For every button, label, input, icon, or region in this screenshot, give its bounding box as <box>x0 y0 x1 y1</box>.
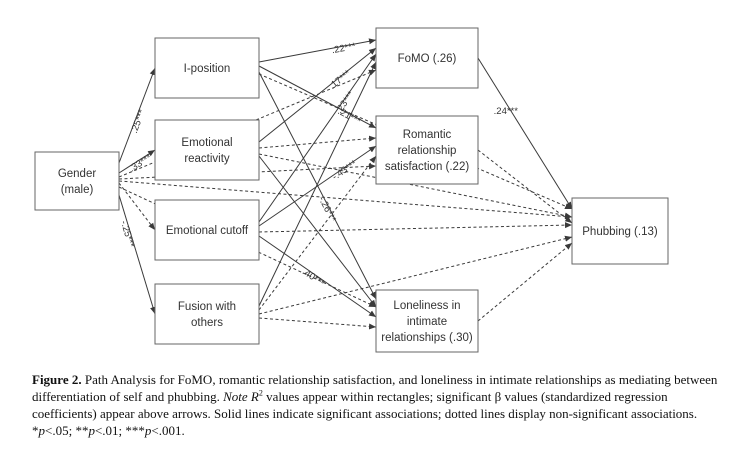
path-gender-to-emocutoff <box>118 182 156 231</box>
caption-text-3: <.05; ** <box>45 423 89 438</box>
path-emocutoff-to-loneliness <box>258 235 377 318</box>
caption-text-2: values appear within rectangles; signifi… <box>32 389 698 438</box>
node-label-loneliness: relationships (.30) <box>381 332 473 344</box>
node-label-emocutoff: Emotional cutoff <box>166 225 249 237</box>
node-loneliness: Loneliness in intimate relationships (.30) <box>375 289 479 353</box>
coefficient-gender-emoreact: .33*** <box>127 152 154 175</box>
caption-label: Figure 2. <box>32 372 82 387</box>
coefficient-emoreact-fomo: .17*** <box>327 68 353 92</box>
caption-p-3: p <box>144 423 152 438</box>
node-label-gender: Gender <box>58 168 97 180</box>
node-label-romantic: relationship <box>398 145 457 157</box>
node-box-fomo <box>375 27 479 89</box>
node-fomo: FoMO (.26) <box>375 27 479 89</box>
path-iposition-to-loneliness <box>258 71 377 300</box>
node-iposition: I-position <box>154 37 260 99</box>
path-fomo-to-phubbing <box>477 57 573 210</box>
coefficient-gender-fusion: -.25*** <box>118 219 137 249</box>
node-emocutoff: Emotional cutoff <box>154 199 260 261</box>
node-emoreact: Emotional reactivity <box>154 119 260 181</box>
path-fusion-to-fomo <box>258 61 377 307</box>
caption-p-1: p <box>38 423 46 438</box>
node-box-emoreact <box>154 119 260 181</box>
node-label-romantic: satisfaction (.22) <box>385 161 470 173</box>
path-fusion-to-phubbing <box>258 235 573 315</box>
path-emoreact-to-romantic <box>258 135 377 149</box>
figure-caption: Figure 2. Path Analysis for FoMO, romant… <box>32 371 732 439</box>
node-box-fusion <box>154 283 260 345</box>
node-label-gender: (male) <box>61 184 94 196</box>
node-romantic: Romantic relationship satisfaction (.22) <box>375 115 479 185</box>
coefficient-iposition-loneliness: -.26*** <box>316 195 338 225</box>
path-iposition-to-romantic <box>258 65 377 129</box>
node-label-emoreact: reactivity <box>184 153 230 165</box>
node-fusion: Fusion with others <box>154 283 260 345</box>
caption-p-2: p <box>88 423 95 438</box>
node-gender: Gender (male) <box>34 151 120 211</box>
caption-text-4: <.01; *** <box>94 423 145 438</box>
path-gender-to-iposition <box>118 67 156 164</box>
coefficient-emocutoff-romantic: -.43*** <box>330 158 359 183</box>
path-emoreact-to-phubbing <box>258 153 573 219</box>
node-label-emoreact: Emotional <box>181 137 232 149</box>
coefficient-fomo-phubbing: .24*** <box>494 106 519 117</box>
path-loneliness-to-phubbing <box>477 242 573 322</box>
node-box-emocutoff <box>154 199 260 261</box>
path-emoreact-to-fomo <box>258 47 377 143</box>
node-phubbing: Phubbing (.13) <box>571 197 669 265</box>
path-fusion-to-romantic <box>258 155 377 311</box>
coefficient-iposition-romantic: .21*** <box>336 106 363 127</box>
path-gender-to-phubbing <box>118 180 573 220</box>
caption-note: Note <box>223 389 248 404</box>
node-label-loneliness: intimate <box>407 316 447 328</box>
coefficient-emocutoff-loneliness: .40*** <box>300 266 326 289</box>
path-emoreact-to-loneliness <box>258 155 377 308</box>
node-box-loneliness <box>375 289 479 353</box>
coefficient-iposition-fomo: .22*** <box>331 41 357 56</box>
caption-r-symbol: R <box>250 389 259 404</box>
node-box-iposition <box>154 37 260 99</box>
path-iposition-to-fomo <box>258 38 377 63</box>
node-label-iposition: I-position <box>184 63 231 75</box>
path-iposition-to-phubbing <box>258 73 573 210</box>
node-label-fusion: Fusion with <box>178 301 236 313</box>
caption-text-5: <.001. <box>151 423 185 438</box>
path-gender-to-fusion <box>118 194 156 315</box>
path-gender-to-emoreact <box>118 149 156 174</box>
coefficient-gender-iposition: .25*** <box>129 108 148 135</box>
node-label-fusion: others <box>191 317 223 329</box>
node-label-romantic: Romantic <box>403 129 452 141</box>
node-box-phubbing <box>571 197 669 265</box>
node-box-romantic <box>375 115 479 185</box>
path-emocutoff-to-phubbing <box>258 222 573 233</box>
path-emocutoff-to-fomo <box>258 53 377 223</box>
node-label-phubbing: Phubbing (.13) <box>582 226 658 238</box>
path-fusion-to-loneliness <box>258 317 377 330</box>
path-romantic-to-phubbing <box>477 149 573 224</box>
caption-text-1: Path Analysis for FoMO, romantic relatio… <box>32 372 718 404</box>
node-box-gender <box>34 151 120 211</box>
caption-r-superscript: 2 <box>258 388 263 398</box>
node-label-loneliness: Loneliness in <box>393 300 460 312</box>
node-label-fomo: FoMO (.26) <box>398 53 457 65</box>
